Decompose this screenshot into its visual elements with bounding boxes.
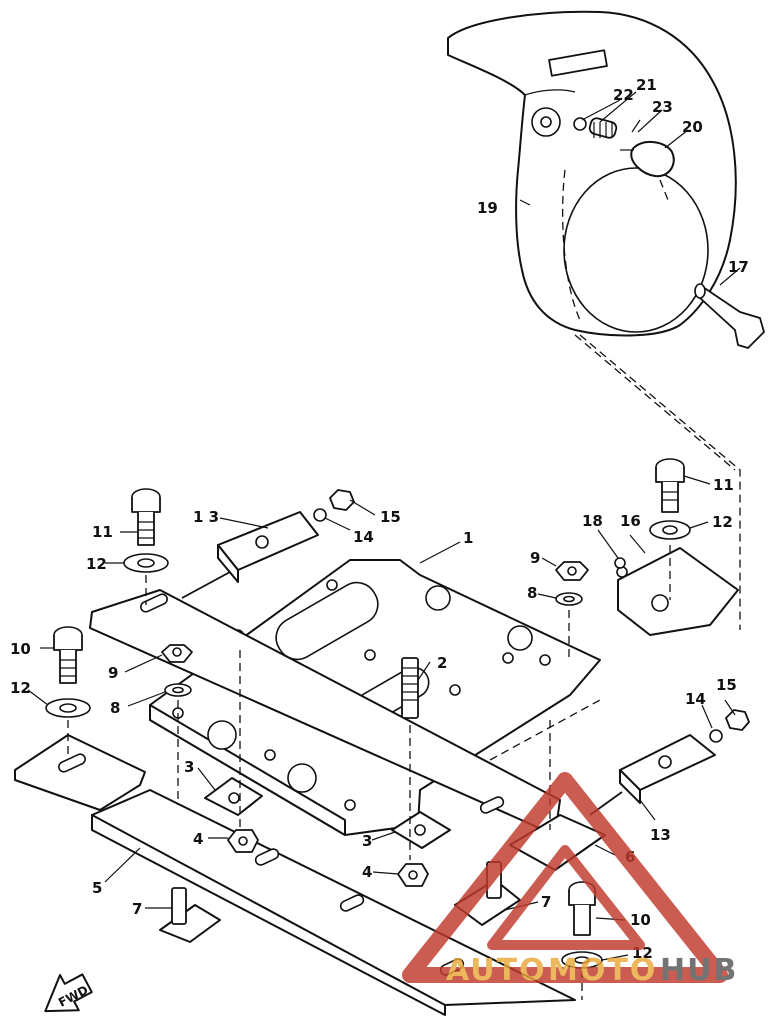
callout-23: 23 — [652, 98, 673, 116]
callout-16: 16 — [620, 512, 641, 530]
callout-17: 17 — [728, 258, 749, 276]
washer-12-left2 — [45, 698, 91, 718]
callout-15-right: 15 — [716, 676, 737, 694]
watermark-moto: MOTO — [548, 953, 657, 988]
callout-12-left: 12 — [86, 555, 107, 573]
bolt-10-left — [53, 626, 83, 684]
callout-1: 1 — [463, 529, 473, 547]
stud-2 — [401, 657, 419, 719]
callout-7-right: 7 — [541, 893, 551, 911]
callout-9-left: 9 — [108, 664, 118, 682]
cowl-bolt-17 — [694, 283, 765, 349]
callout-3-left: 3 — [184, 758, 194, 776]
callout-9-right: 9 — [530, 549, 540, 567]
callout-8-right: 8 — [527, 584, 537, 602]
callout-numbers: 19 22 21 23 20 17 1 3 14 15 11 12 10 12 … — [10, 76, 749, 962]
washer-8-right — [555, 592, 583, 606]
bracket-13-right — [589, 734, 716, 816]
fwd-arrow: FWD — [44, 973, 93, 1013]
nut-4-right — [397, 863, 429, 887]
nut-14-15-right — [709, 709, 750, 743]
nut-9-left — [161, 644, 193, 663]
cowl-latch-hardware — [573, 117, 675, 178]
bracket-13-left — [181, 511, 319, 599]
leader-lines — [27, 91, 741, 961]
bracket-16 — [616, 547, 739, 636]
callout-11-left: 11 — [92, 523, 113, 541]
engine-cowl — [447, 10, 737, 337]
washer-12-left — [123, 553, 169, 573]
callout-15-left: 15 — [380, 508, 401, 526]
callout-5: 5 — [92, 879, 102, 897]
callout-22: 22 — [613, 86, 634, 104]
clip-18 — [614, 557, 626, 569]
callout-8-left: 8 — [110, 699, 120, 717]
bolt-11-right — [655, 458, 685, 513]
callout-12-right: 12 — [712, 513, 733, 531]
callout-14-right: 14 — [685, 690, 706, 708]
nut-9-right — [555, 561, 589, 581]
watermark-hub: HUB — [660, 953, 738, 988]
clip-3-right — [391, 811, 451, 849]
callout-14-left: 14 — [353, 528, 374, 546]
washer-12-right — [649, 520, 691, 540]
stud-7-left — [159, 887, 221, 943]
nut-14-15-left — [313, 489, 355, 522]
watermark-auto: AUTO — [446, 953, 547, 988]
callout-11-right: 11 — [713, 476, 734, 494]
watermark-logo: AUTO MOTO HUB — [402, 772, 738, 988]
callout-10-left: 10 — [10, 640, 31, 658]
callout-20: 20 — [682, 118, 703, 136]
washer-8-left — [164, 683, 192, 697]
callout-4-right: 4 — [362, 863, 372, 881]
bolt-11-left — [131, 488, 161, 546]
callout-13-right: 13 — [650, 826, 671, 844]
callout-21: 21 — [636, 76, 657, 94]
base-plate — [14, 589, 576, 1016]
callout-12-left2: 12 — [10, 679, 31, 697]
clip-3-left — [204, 777, 263, 816]
callout-18: 18 — [582, 512, 603, 530]
callout-2: 2 — [437, 654, 447, 672]
callout-13-left: 1 3 — [193, 508, 219, 526]
callout-19: 19 — [477, 199, 498, 217]
callout-3-right: 3 — [362, 832, 372, 850]
callout-10-right: 10 — [630, 911, 651, 929]
callout-7-left: 7 — [132, 900, 142, 918]
callout-4-left: 4 — [193, 830, 203, 848]
nut-4-left — [227, 829, 259, 853]
